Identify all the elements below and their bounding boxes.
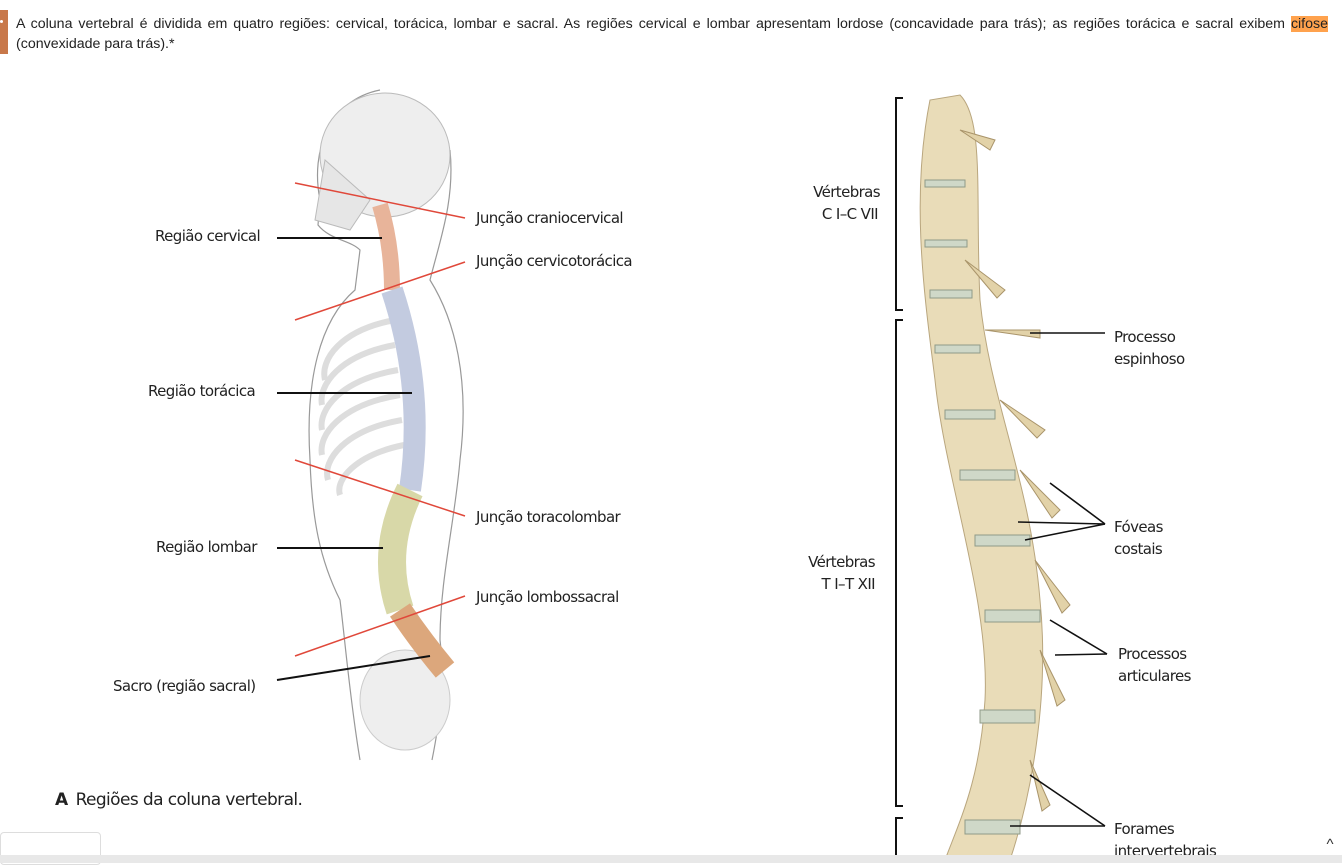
caption-letter: A [55,790,68,810]
label-thoracic-vertebrae: Vértebras T I–T XII [803,551,876,595]
brackets [895,97,903,863]
sacrum [390,603,455,678]
scroll-up-button[interactable]: ^ [1326,836,1334,853]
body-paragraph: A coluna vertebral é dividida em quatro … [16,14,1328,54]
paragraph-text-end: (convexidade para trás).* [16,36,175,52]
label-line: espinhoso [1114,350,1185,368]
label-spinous-process: Processo espinhoso [1114,326,1185,370]
label-cervical-vertebrae: Vértebras C I–C VII [808,181,881,225]
label-line: C I–C VII [821,205,879,223]
leader-lines-b [1010,332,1108,827]
label-cervicothoracic-junction: Junção cervicotorácica [476,252,633,270]
leader-lines-a [276,237,431,681]
label-articular-processes: Processos articulares [1118,643,1191,687]
paragraph-text: A coluna vertebral é dividida em quatro … [16,16,1291,32]
bracket-thoracic [895,319,903,807]
label-thoracic-region: Região torácica [148,382,256,400]
label-costal-facets: Fóveas costais [1114,516,1163,560]
rib-cage [318,317,405,496]
bracket-cervical [895,97,903,311]
label-line: Processo [1114,328,1176,346]
label-line: Fóveas [1114,518,1163,536]
label-line: costais [1114,540,1163,558]
figure-caption: A Regiões da coluna vertebral. [55,790,303,810]
label-line: articulares [1118,667,1191,685]
label-craniocervical-junction: Junção craniocervical [476,209,624,227]
vertebral-column [919,94,1071,861]
label-lumbar-region: Região lombar [156,538,257,556]
label-line: T I–T XII [821,575,875,593]
label-thoracolumbar-junction: Junção toracolombar [476,508,621,526]
label-lumbosacral-junction: Junção lombossacral [476,588,619,606]
label-line: Vértebras [808,553,876,571]
spine-regions [372,202,455,678]
label-cervical-region: Região cervical [155,227,261,245]
label-line: Vértebras [813,183,881,201]
junction-lines [294,182,466,657]
label-line: Processos [1118,645,1187,663]
cervical-spine [372,202,400,291]
highlighted-term[interactable]: cifose [1290,16,1328,32]
pelvis [359,649,451,751]
label-line: Forames [1114,820,1175,838]
skull [314,92,451,231]
caption-text: Regiões da coluna vertebral. [75,790,303,810]
thoracic-spine [381,286,426,492]
lumbar-spine [378,483,423,615]
label-sacral-region: Sacro (região sacral) [113,677,256,695]
note-marker [0,10,8,54]
bracket-lumbar [895,817,903,863]
horizontal-scrollbar[interactable] [0,855,1342,863]
